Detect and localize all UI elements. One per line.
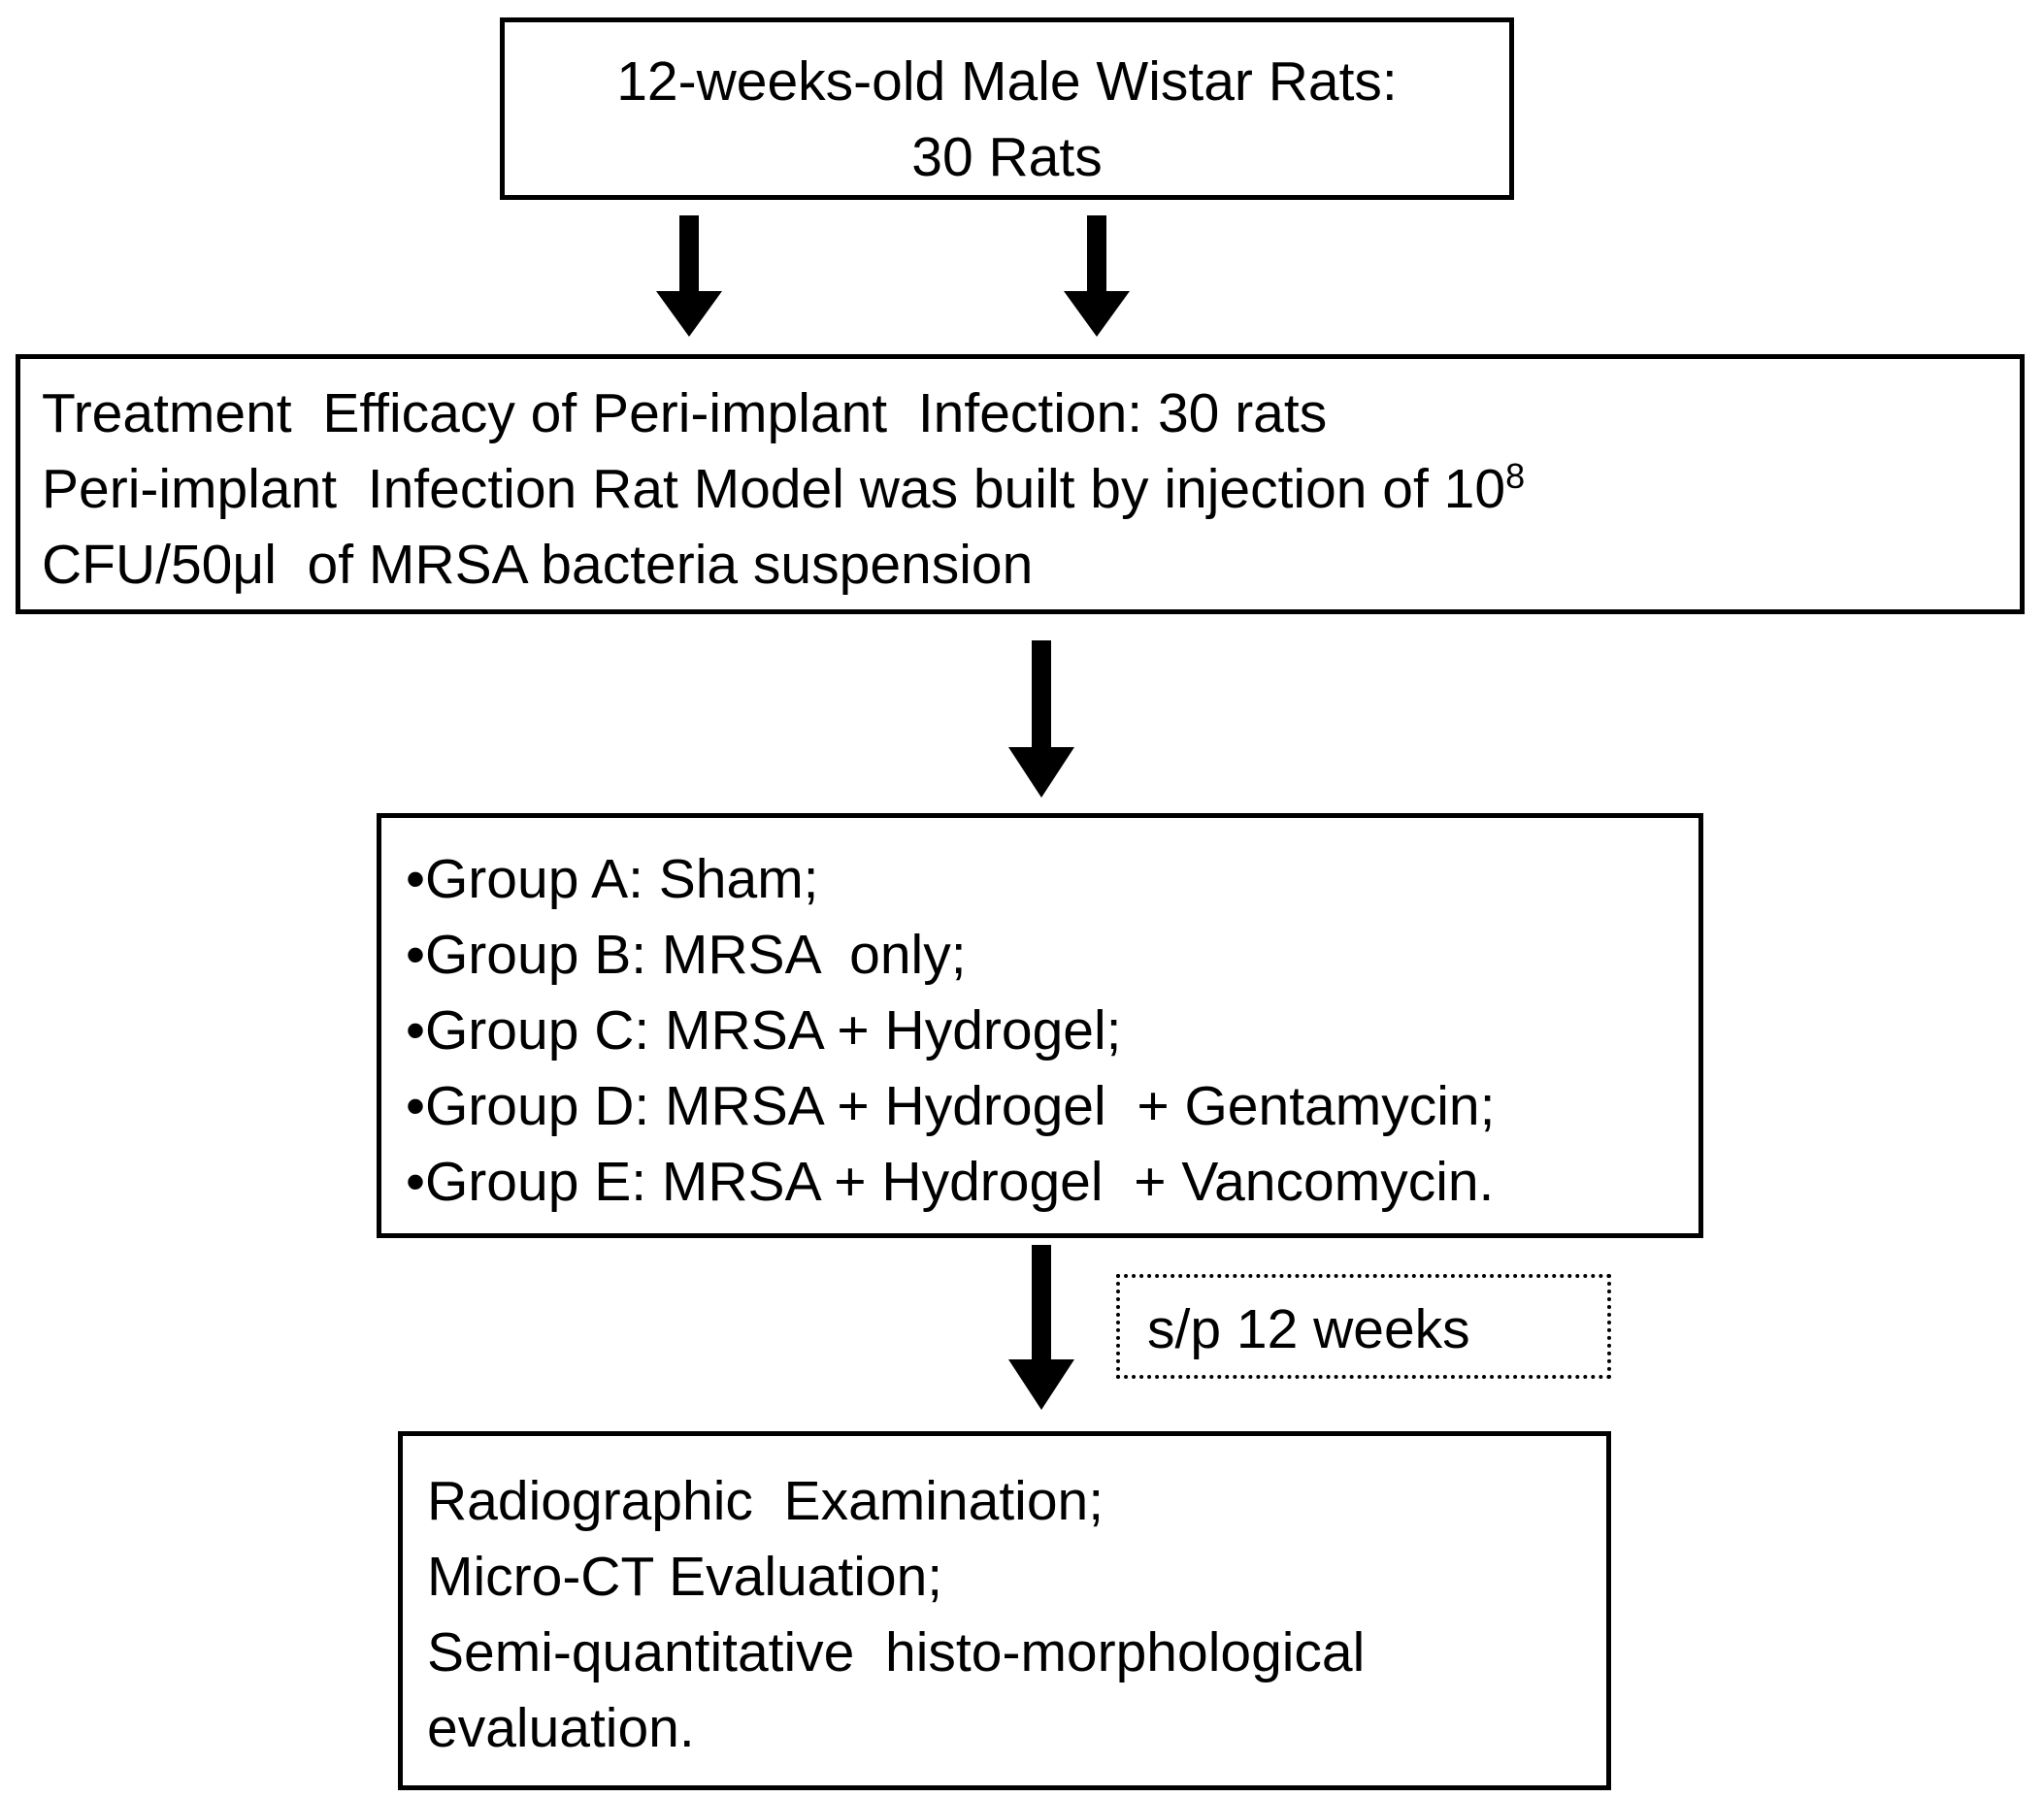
group-item-c: •Group C: MRSA + Hydrogel; xyxy=(406,993,1122,1068)
box-animals-line2: 30 Rats xyxy=(911,126,1103,188)
box-model-line2: Peri-implant Infection Rat Model was bui… xyxy=(42,451,1525,527)
box-groups: •Group A: Sham; •Group B: MRSA only; •Gr… xyxy=(377,813,1703,1238)
group-item-d-label: Group D: MRSA + Hydrogel + Gentamycin; xyxy=(424,1075,1496,1137)
group-item-a: •Group A: Sham; xyxy=(406,841,819,917)
box-model-line1: Treatment Efficacy of Peri-implant Infec… xyxy=(42,382,1328,444)
group-item-d: •Group D: MRSA + Hydrogel + Gentamycin; xyxy=(406,1068,1495,1144)
group-item-e-label: Group E: MRSA + Hydrogel + Vancomycin. xyxy=(424,1151,1495,1213)
arrow-animals-to-model-right xyxy=(1064,215,1130,337)
box-timepoint-label: s/p 12 weeks xyxy=(1147,1298,1470,1360)
box-outcomes: Radiographic Examination; Micro-CT Evalu… xyxy=(398,1431,1611,1790)
box-model-line2-text: Peri-implant Infection Rat Model was bui… xyxy=(42,458,1506,520)
arrow-animals-to-model-left xyxy=(656,215,722,337)
bullet-icon: • xyxy=(406,1075,425,1137)
box-animals: 12-weeks-old Male Wistar Rats: 30 Rats xyxy=(500,17,1514,200)
bullet-icon: • xyxy=(406,1151,425,1213)
arrow-groups-to-outcomes xyxy=(1008,1245,1074,1410)
bullet-icon: • xyxy=(406,999,425,1062)
box-animals-line1: 12-weeks-old Male Wistar Rats: xyxy=(616,50,1398,113)
group-item-c-label: Group C: MRSA + Hydrogel; xyxy=(424,999,1122,1062)
box-model-line3: CFU/50μl of MRSA bacteria suspension xyxy=(42,534,1034,596)
box-model: Treatment Efficacy of Peri-implant Infec… xyxy=(16,354,2025,614)
arrow-model-to-groups xyxy=(1008,640,1074,798)
bullet-icon: • xyxy=(406,848,425,910)
group-item-b-label: Group B: MRSA only; xyxy=(424,924,967,986)
group-item-b: •Group B: MRSA only; xyxy=(406,917,967,993)
bullet-icon: • xyxy=(406,924,425,986)
box-outcomes-line3: Semi-quantitative histo-morphological xyxy=(427,1621,1366,1683)
group-item-e: •Group E: MRSA + Hydrogel + Vancomycin. xyxy=(406,1144,1494,1220)
box-model-line2-superscript: 8 xyxy=(1505,456,1526,496)
box-outcomes-line4: evaluation. xyxy=(427,1697,695,1759)
box-outcomes-line1: Radiographic Examination; xyxy=(427,1470,1104,1532)
box-timepoint: s/p 12 weeks xyxy=(1116,1274,1611,1379)
box-outcomes-line2: Micro-CT Evaluation; xyxy=(427,1546,943,1608)
group-item-a-label: Group A: Sham; xyxy=(424,848,819,910)
